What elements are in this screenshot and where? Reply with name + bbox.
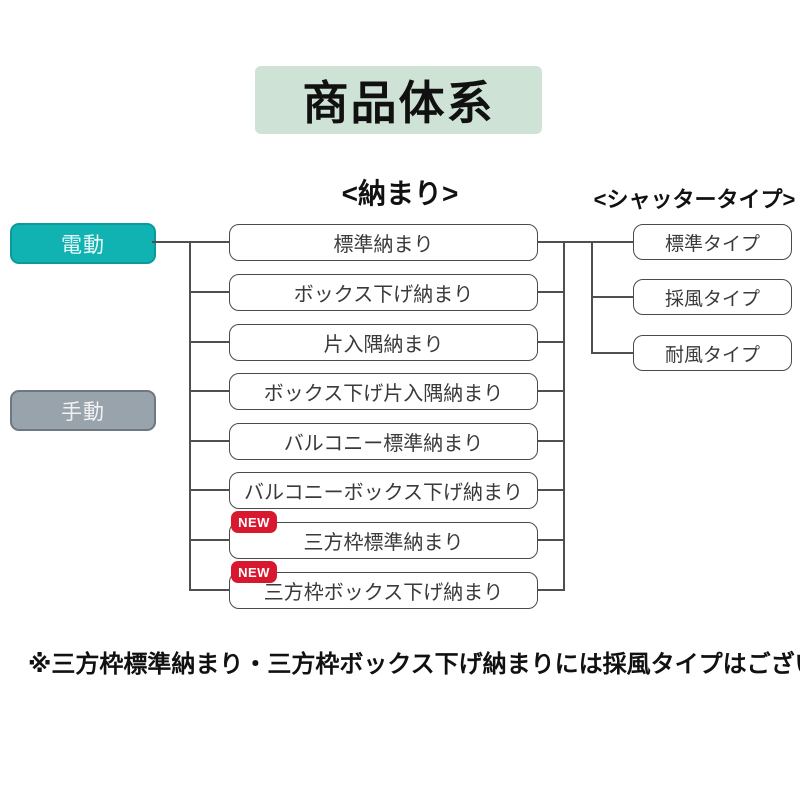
- shutter-type-column-header: <シャッタータイプ>: [593, 187, 796, 212]
- connector-electric-to-trunk: [152, 241, 229, 243]
- nakamari-item-box-lowered: ボックス下げ納まり: [229, 274, 538, 311]
- nakamari-item-three-side-frame-box-lowered: 三方枠ボックス下げ納まり: [229, 572, 538, 609]
- nakamari-item-single-corner: 片入隅納まり: [229, 324, 538, 361]
- connector-right-stub: [538, 390, 564, 392]
- connector-left-stub: [189, 539, 229, 541]
- connector-shutter-stub: [591, 296, 633, 298]
- connector-shutter-trunk: [591, 241, 593, 355]
- nakamari-item-balcony-standard: バルコニー標準納まり: [229, 423, 538, 460]
- connector-nakamari-to-shutter: [538, 241, 633, 243]
- connector-left-stub: [189, 440, 229, 442]
- footnote: ※三方枠標準納まり・三方枠ボックス下げ納まりには採風タイプはございません。: [28, 651, 800, 678]
- connector-right-stub: [538, 489, 564, 491]
- shutter-type-standard: 標準タイプ: [633, 224, 792, 260]
- connector-left-stub: [189, 390, 229, 392]
- connector-right-stub: [538, 589, 564, 591]
- nakamari-item-three-side-frame-standard: 三方枠標準納まり: [229, 522, 538, 559]
- connector-left-stub: [189, 489, 229, 491]
- connector-left-trunk: [189, 241, 191, 592]
- new-badge: NEW: [231, 561, 277, 583]
- drive-type-electric: 電動: [10, 223, 156, 264]
- connector-shutter-stub: [591, 352, 633, 354]
- connector-right-stub: [538, 291, 564, 293]
- connector-right-stub: [538, 341, 564, 343]
- nakamari-item-balcony-box-lowered: バルコニーボックス下げ納まり: [229, 472, 538, 509]
- shutter-type-ventilation: 採風タイプ: [633, 279, 792, 315]
- nakamari-item-standard: 標準納まり: [229, 224, 538, 261]
- shutter-type-wind-resistant: 耐風タイプ: [633, 335, 792, 371]
- new-badge: NEW: [231, 511, 277, 533]
- connector-right-stub: [538, 539, 564, 541]
- page-title: 商品体系: [255, 66, 542, 134]
- nakamari-column-header: <納まり>: [341, 178, 459, 209]
- connector-right-stub: [538, 440, 564, 442]
- drive-type-manual: 手動: [10, 390, 156, 431]
- connector-left-stub: [189, 341, 229, 343]
- nakamari-item-box-lowered-single-corner: ボックス下げ片入隅納まり: [229, 373, 538, 410]
- connector-right-trunk: [563, 241, 565, 592]
- connector-left-stub: [189, 589, 229, 591]
- connector-left-stub: [189, 291, 229, 293]
